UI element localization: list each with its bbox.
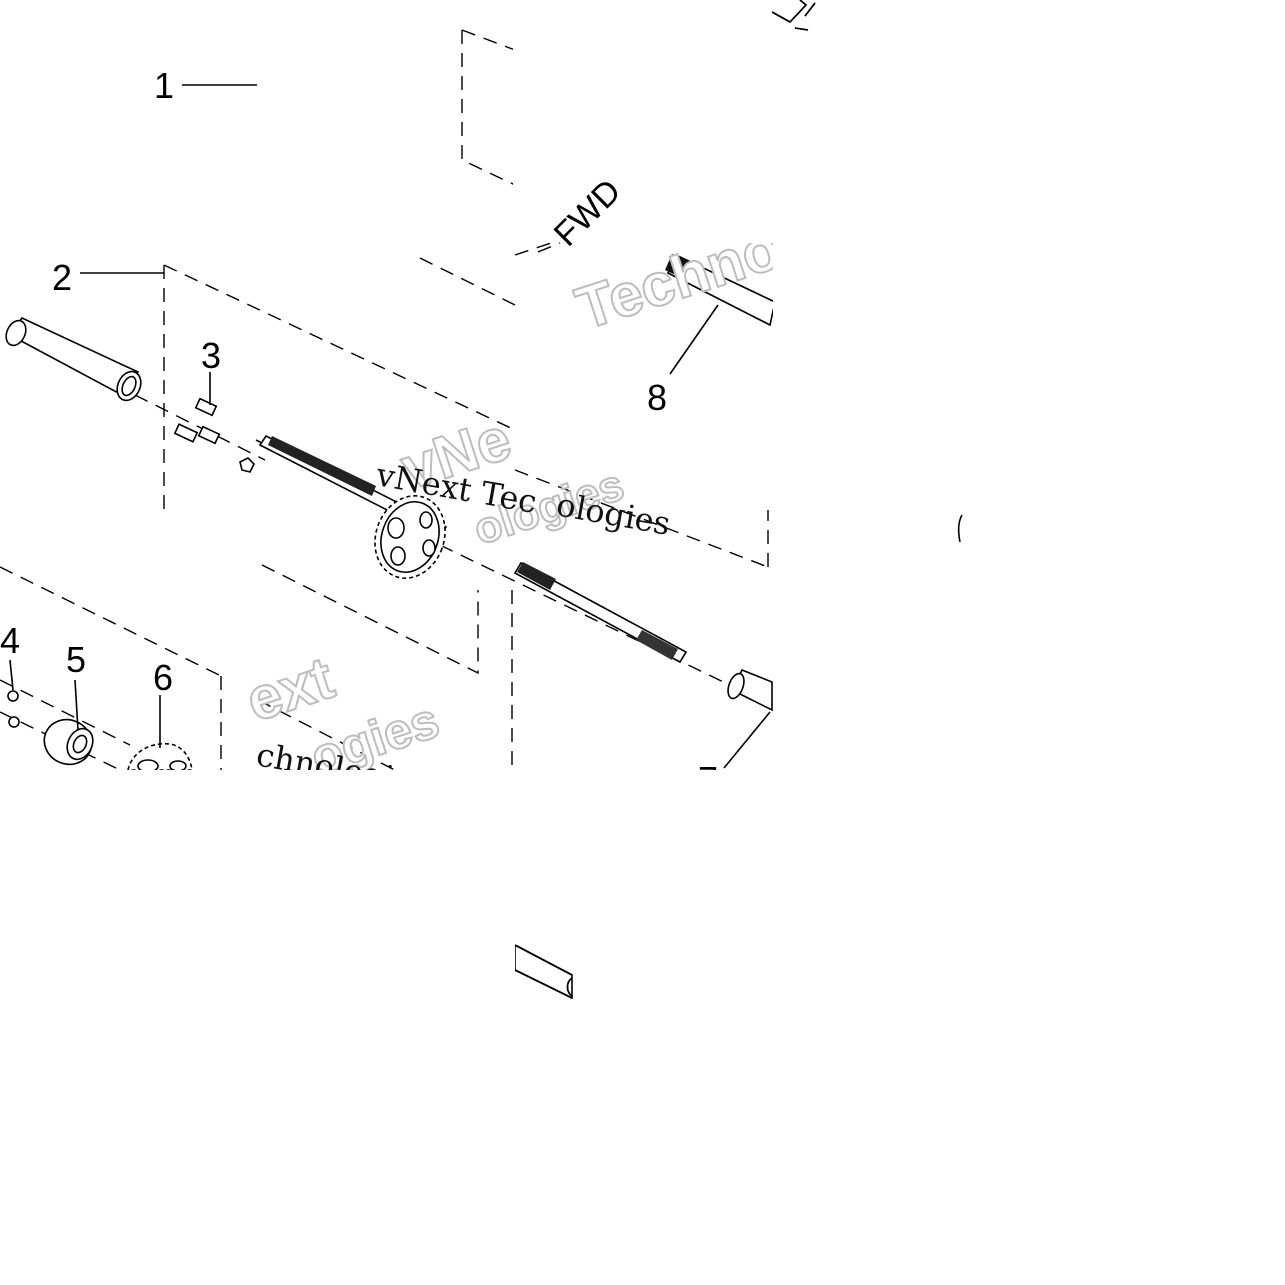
tube-part-2 — [5, 316, 142, 402]
callout-1: 1 — [154, 65, 174, 106]
shaft-part-8 — [665, 253, 776, 327]
callout-6: 6 — [153, 657, 173, 698]
watermark-serif-cont: ologies — [554, 485, 674, 542]
bushing-part-7 — [727, 668, 773, 712]
leader-lines — [9, 84, 771, 769]
bolts-part-3 — [173, 397, 255, 473]
watermarks: Techno vNe ologies ext ogies vNext Tec o… — [237, 213, 788, 800]
callout-4: 4 — [0, 620, 20, 661]
callout-2: 2 — [52, 257, 72, 298]
top-fragment-redraw — [771, 0, 816, 31]
lower-drive-shaft — [513, 561, 688, 664]
hub-part-5 — [43, 718, 94, 766]
sprocket-upper — [374, 495, 446, 579]
bottom-shaft-fragment — [514, 943, 573, 1000]
sprocket-lower — [127, 743, 193, 773]
nuts-part-4 — [7, 690, 20, 728]
callout-8: 8 — [647, 377, 667, 418]
small-mark-redraw — [957, 514, 963, 543]
bottom-fragment-redraw — [514, 944, 573, 999]
watermark-outline-bottom-a: ext — [238, 644, 341, 735]
dashed-construction-lines — [0, 29, 769, 831]
callout-5: 5 — [66, 639, 86, 680]
callout-3: 3 — [201, 335, 221, 376]
